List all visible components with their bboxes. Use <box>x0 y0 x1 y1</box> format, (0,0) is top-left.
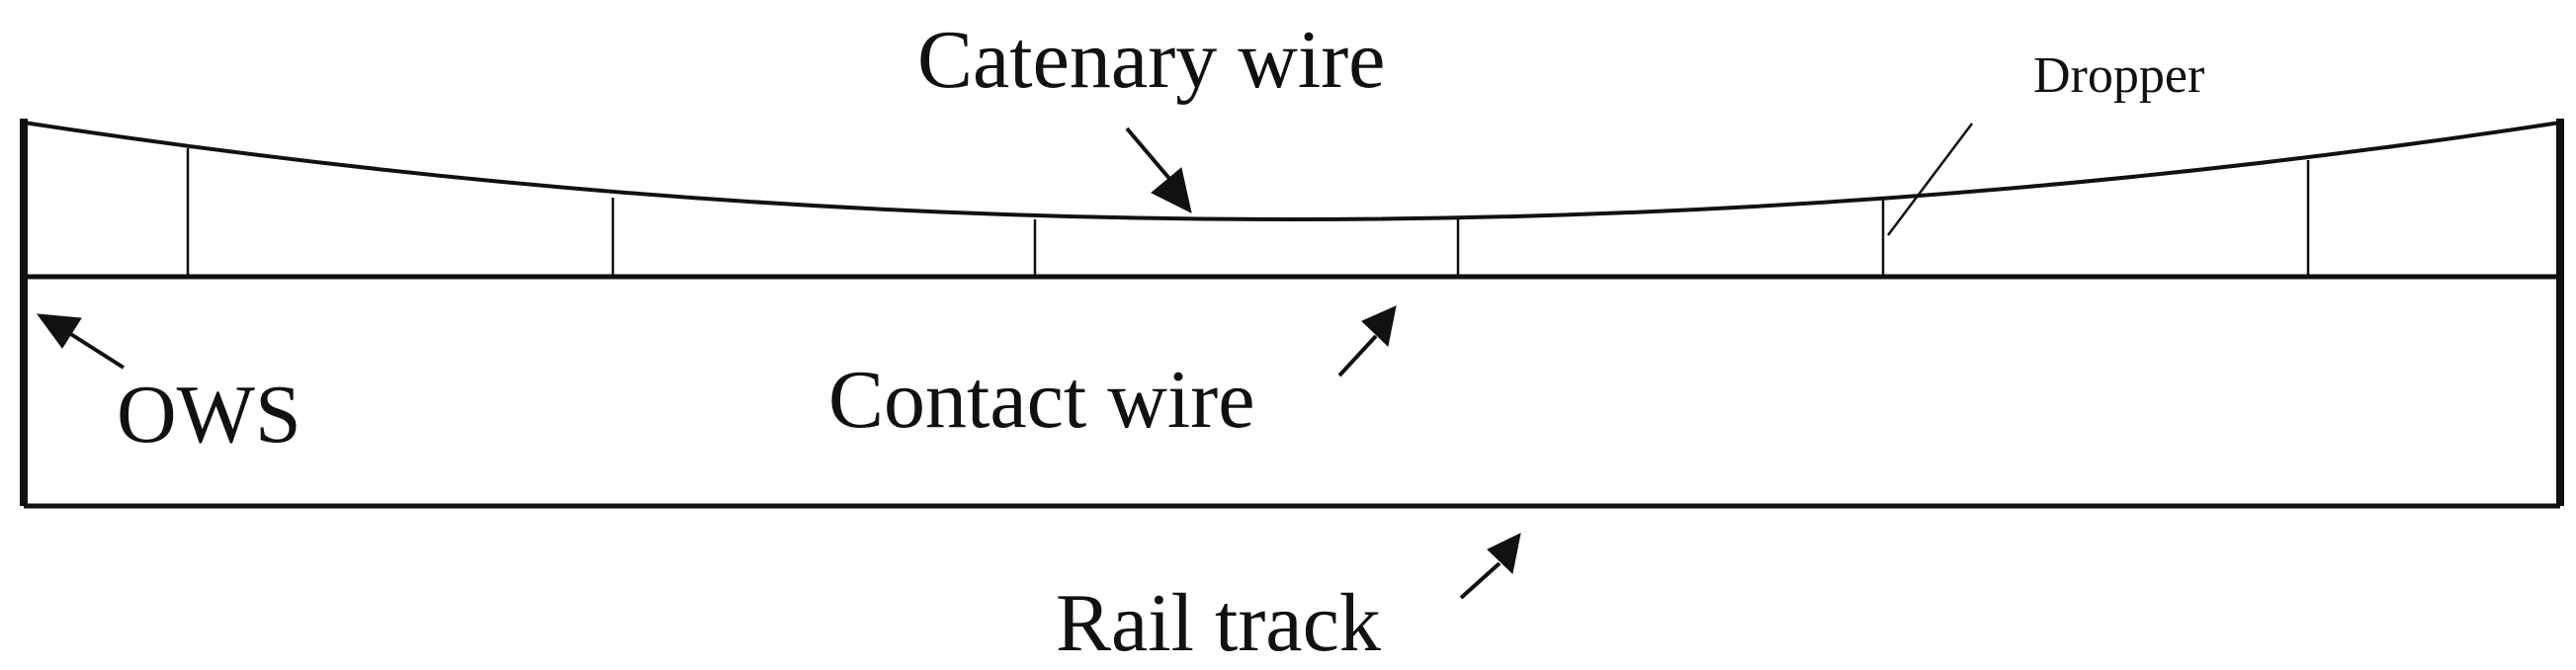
dropper-pointer <box>1887 123 1973 236</box>
dropper-label: Dropper <box>2033 47 2204 104</box>
ows-arrow-shaft <box>67 331 126 370</box>
structure <box>20 119 2564 509</box>
catenary-wire <box>23 121 2561 221</box>
catenary-wire-label: Catenary wire <box>917 14 1385 106</box>
contact-arrow-head <box>1361 305 1397 347</box>
catenary-arrow-head <box>1151 167 1192 213</box>
rail-arrow-shaft <box>1459 561 1502 600</box>
contact-wire-label: Contact wire <box>828 354 1255 446</box>
contact-arrow-shaft <box>1337 334 1378 377</box>
catenary-arrow-shaft <box>1125 126 1173 183</box>
ows-arrow-head <box>36 313 82 349</box>
labels: Catenary wire Dropper OWS Contact wire R… <box>117 14 2204 669</box>
rail-arrow-head <box>1487 533 1521 574</box>
ows-label: OWS <box>117 369 301 461</box>
rail-track-label: Rail track <box>1056 577 1381 669</box>
annotation-arrows <box>36 123 1973 600</box>
